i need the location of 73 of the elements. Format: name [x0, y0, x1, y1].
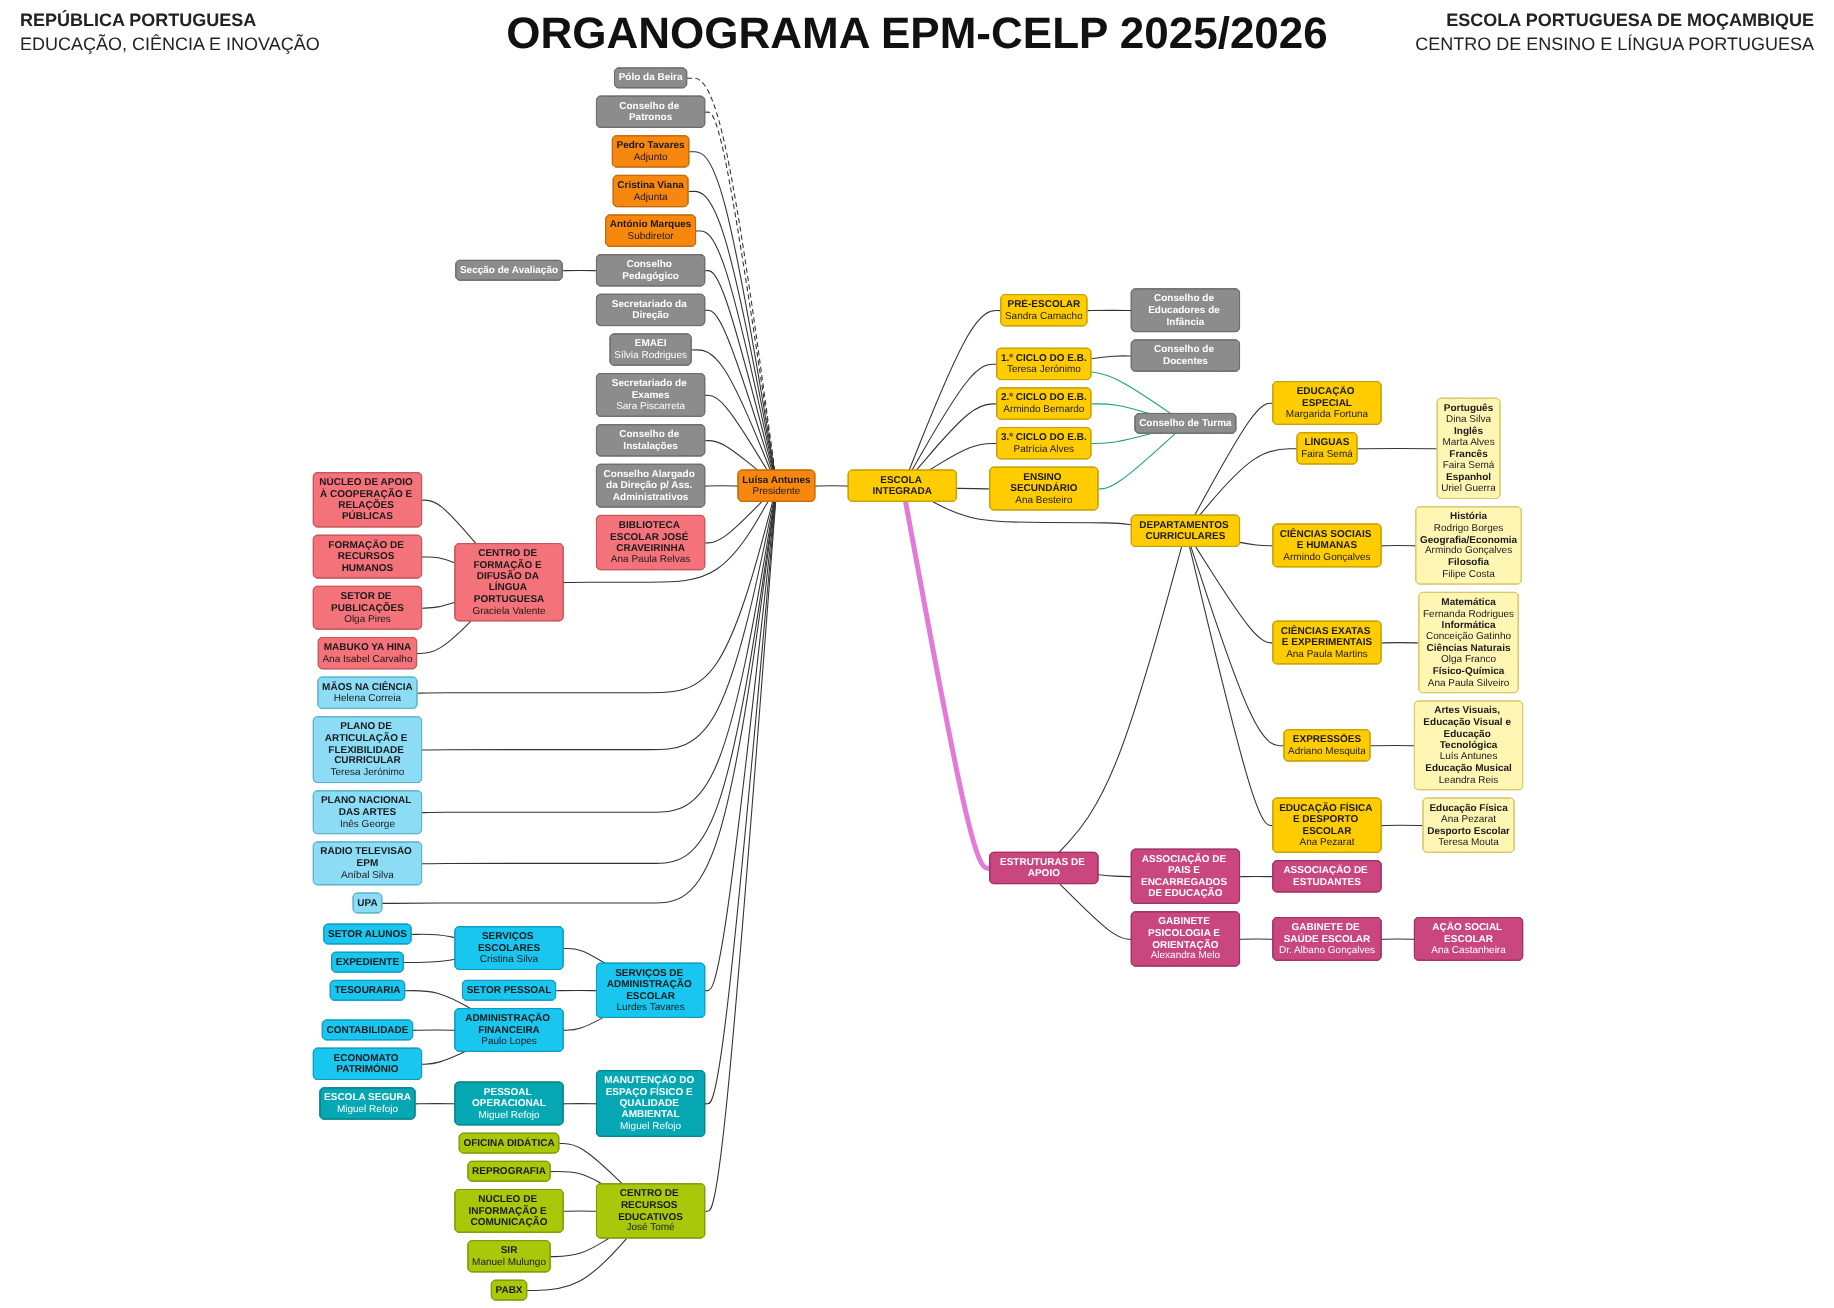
connector	[1380, 642, 1419, 644]
connector	[557, 1142, 623, 1185]
connector	[813, 485, 849, 487]
connector	[420, 1051, 465, 1065]
connector	[420, 601, 455, 609]
connector	[1089, 433, 1150, 445]
connector	[703, 501, 775, 1105]
connector	[1089, 371, 1171, 415]
connector	[554, 989, 597, 992]
connector	[703, 501, 775, 992]
connector	[420, 501, 774, 751]
connector	[910, 363, 997, 471]
connector	[694, 230, 773, 471]
connector	[703, 440, 758, 471]
connector	[1096, 433, 1175, 490]
header-text: CENTRO DE ENSINO E LÍNGUA PORTUGUESA	[1415, 34, 1814, 56]
connector	[703, 309, 772, 471]
connector	[1058, 883, 1132, 940]
connector	[1355, 447, 1438, 450]
connector	[1197, 448, 1297, 517]
connector	[703, 270, 773, 471]
connector	[703, 501, 762, 544]
connector	[525, 1237, 627, 1292]
connector	[1238, 938, 1273, 940]
connector	[403, 990, 471, 1010]
connector	[1189, 546, 1284, 747]
connector	[955, 487, 990, 490]
header-text: REPÚBLICA PORTUGUESA	[20, 10, 257, 32]
connector	[1188, 546, 1273, 827]
connector	[420, 556, 455, 564]
connector	[703, 485, 738, 487]
connector	[1238, 541, 1273, 547]
connector	[1085, 309, 1132, 312]
connector	[562, 1103, 597, 1105]
header-text: ESCOLA PORTUGUESA DE MOÇAMBIQUE	[1446, 10, 1814, 32]
connector	[409, 933, 455, 939]
connector	[1089, 355, 1132, 360]
title: ORGANOGRAMA EPM-CELP 2025/2026	[506, 8, 1328, 60]
connector	[703, 394, 767, 471]
connector	[549, 1171, 603, 1185]
connector	[562, 1210, 597, 1212]
connector	[1089, 403, 1150, 415]
connector	[1380, 938, 1415, 940]
connector	[685, 77, 775, 471]
connector	[1368, 744, 1415, 747]
connector	[931, 501, 1132, 526]
connector	[402, 958, 455, 964]
connector	[415, 501, 773, 694]
connector	[1192, 402, 1273, 517]
connector	[562, 947, 606, 965]
connector	[1380, 545, 1416, 547]
connector	[549, 1237, 609, 1258]
connector	[1057, 546, 1182, 854]
connector	[411, 1029, 455, 1031]
connector	[927, 442, 997, 471]
connector	[562, 501, 768, 584]
connector	[690, 349, 771, 471]
connector	[561, 269, 597, 272]
connector	[1096, 874, 1132, 878]
connector	[1380, 824, 1423, 827]
connector	[703, 501, 776, 1212]
connector	[413, 1103, 455, 1105]
connector	[562, 1017, 603, 1031]
connector	[1194, 546, 1273, 644]
connector	[415, 620, 471, 655]
connector	[380, 501, 775, 904]
header-text: EDUCAÇÃO, CIÊNCIA E INOVAÇÃO	[20, 34, 320, 56]
connector	[914, 403, 997, 471]
connector	[902, 501, 990, 871]
connector	[420, 499, 476, 545]
connector	[907, 310, 1001, 471]
connector	[1238, 875, 1273, 878]
connector	[703, 111, 775, 471]
